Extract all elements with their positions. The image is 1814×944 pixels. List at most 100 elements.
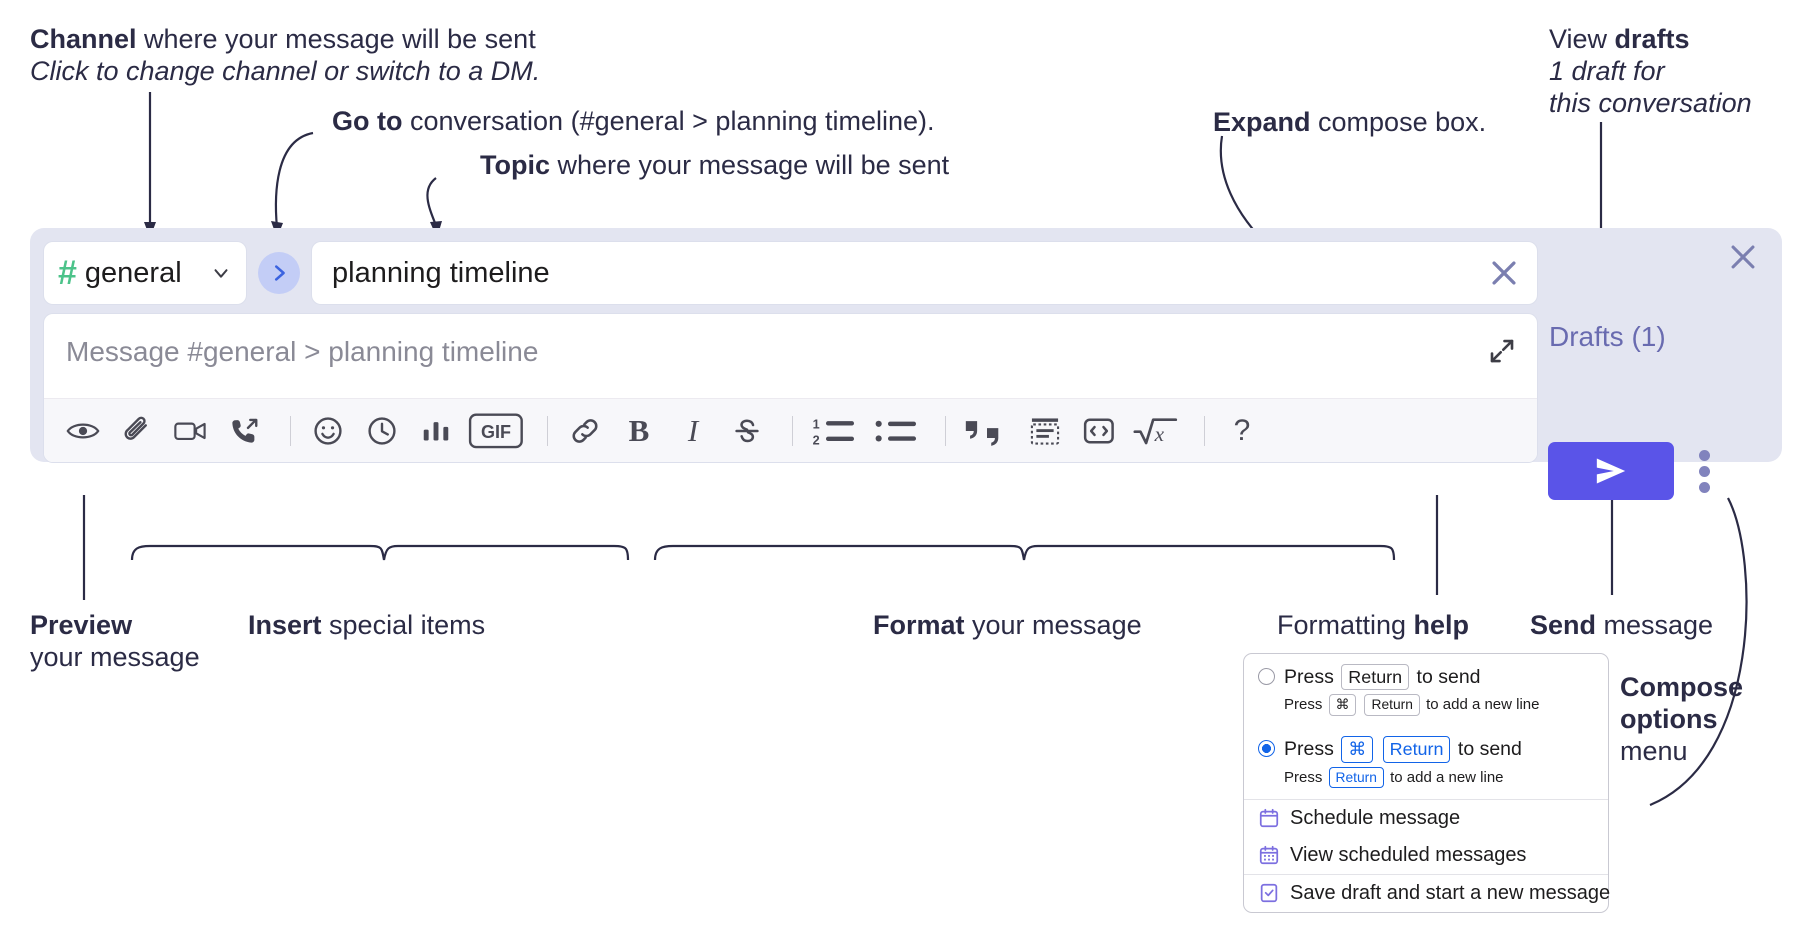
- message-input-area[interactable]: Message #general > planning timeline: [44, 314, 1537, 462]
- bulleted-list-icon[interactable]: [869, 411, 923, 451]
- link-icon[interactable]: [562, 411, 608, 451]
- callout-drafts-italic1: 1 draft for: [1549, 55, 1665, 86]
- radio-cmd-return[interactable]: [1258, 740, 1275, 758]
- drafts-link[interactable]: Drafts (1): [1549, 321, 1666, 352]
- callout-drafts-italic2: this conversation: [1549, 87, 1752, 118]
- kebab-dot-2: [1699, 466, 1710, 477]
- gif-label: GIF: [481, 422, 511, 442]
- clear-topic-icon[interactable]: [1487, 256, 1521, 290]
- callout-send-bold: Send: [1530, 610, 1597, 640]
- gif-icon[interactable]: GIF: [467, 411, 525, 451]
- kebab-dot-3: [1699, 482, 1710, 493]
- huddle-icon[interactable]: [222, 411, 268, 451]
- menu-item-view-scheduled[interactable]: View scheduled messages: [1244, 837, 1608, 874]
- callout-formatting-help: Formatting help: [1277, 610, 1469, 642]
- opt0-pre: Press: [1284, 666, 1334, 688]
- callout-goto-rest: conversation (#general > planning timeli…: [402, 106, 935, 136]
- send-option-return[interactable]: Press Return to send: [1244, 654, 1608, 693]
- callout-format-rest: your message: [964, 610, 1142, 640]
- callout-channel-rest: where your message will be sent: [136, 24, 536, 54]
- key-return: Return: [1341, 664, 1410, 691]
- goto-arrow-icon: [274, 265, 285, 281]
- callout-send-rest: message: [1596, 610, 1714, 640]
- italic-icon[interactable]: I: [687, 412, 699, 448]
- save-draft-icon: [1260, 883, 1278, 903]
- callout-compose-options: Compose options menu: [1620, 672, 1743, 768]
- calendar-grid-icon: [1259, 845, 1279, 865]
- key-return-3: Return: [1382, 736, 1451, 763]
- opt1-sub-pre: Press: [1284, 768, 1323, 786]
- callout-expand-bold: Expand: [1213, 107, 1311, 137]
- message-compose-box: # general planning timeline Message #gen…: [30, 228, 1782, 462]
- compose-options-menu: Press Return to send Press ⌘ Return to a…: [1243, 653, 1611, 913]
- callout-help-plain: Formatting: [1277, 610, 1414, 640]
- toolbar-separator-2: [547, 415, 548, 446]
- callout-goto: Go to conversation (#general > planning …: [332, 106, 935, 138]
- poll-icon[interactable]: [413, 411, 459, 451]
- latex-icon[interactable]: x: [1130, 411, 1182, 451]
- blockquote-icon[interactable]: [960, 411, 1014, 451]
- bold-icon[interactable]: B: [628, 412, 650, 448]
- code-block-icon[interactable]: [1022, 411, 1068, 451]
- callout-drafts-bold: drafts: [1614, 24, 1690, 54]
- opt0-sub-pre: Press: [1284, 696, 1323, 714]
- preview-icon[interactable]: [60, 411, 106, 451]
- compose-options-button[interactable]: [1699, 450, 1711, 494]
- menu-item-view-scheduled-label: View scheduled messages: [1290, 843, 1527, 866]
- callout-channel: Channel where your message will be sent …: [30, 24, 540, 88]
- kebab-dot-1: [1699, 450, 1710, 461]
- callout-help-bold: help: [1413, 610, 1470, 640]
- callout-goto-bold: Go to: [332, 106, 403, 136]
- toolbar-separator-1: [290, 415, 291, 446]
- menu-divider-1: [1244, 798, 1608, 800]
- radio-return[interactable]: [1258, 668, 1275, 685]
- callout-topic-bold: Topic: [480, 150, 550, 180]
- strikethrough-icon[interactable]: [724, 411, 770, 451]
- send-option-cmd-return[interactable]: Press ⌘ Return to send: [1244, 726, 1608, 765]
- goto-conversation-button[interactable]: [258, 252, 300, 294]
- send-option-cmd-return-label: Press ⌘ Return to send: [1284, 735, 1522, 763]
- opt0-post: to send: [1416, 666, 1481, 688]
- send-option-return-sub: Press ⌘ Return to add a new line: [1244, 693, 1608, 726]
- toolbar-separator-5: [1204, 415, 1205, 446]
- callout-insert-bold: Insert: [248, 610, 322, 640]
- menu-item-schedule-label: Schedule message: [1290, 806, 1461, 829]
- code-icon[interactable]: [1076, 411, 1122, 451]
- send-icon: [1596, 458, 1626, 484]
- reminder-icon[interactable]: [359, 411, 405, 451]
- close-compose-icon[interactable]: [1726, 240, 1760, 274]
- calendar-icon: [1259, 808, 1279, 828]
- attachment-icon[interactable]: [114, 411, 160, 451]
- message-placeholder: Message #general > planning timeline: [66, 336, 539, 367]
- send-button[interactable]: [1548, 442, 1674, 500]
- video-clip-icon[interactable]: [168, 411, 214, 451]
- callout-insert-rest: special items: [321, 610, 486, 640]
- callout-expand-rest: compose box.: [1310, 107, 1487, 137]
- callout-copt-rest: menu: [1620, 735, 1688, 766]
- compose-inner: # general planning timeline Message #gen…: [44, 242, 1537, 462]
- formatting-help-icon[interactable]: ?: [1233, 413, 1251, 447]
- expand-icon[interactable]: [1487, 336, 1517, 366]
- callout-expand: Expand compose box.: [1213, 107, 1486, 139]
- opt1-pre: Press: [1284, 738, 1334, 761]
- opt1-sub-post: to add a new line: [1390, 768, 1504, 786]
- topic-input[interactable]: planning timeline: [312, 242, 1537, 304]
- compose-header-row: # general planning timeline: [44, 242, 1537, 304]
- key-return-2: Return: [1364, 694, 1420, 716]
- callout-preview-bold: Preview: [30, 610, 133, 640]
- callout-channel-italic: Click to change channel or switch to a D…: [30, 55, 541, 86]
- menu-item-schedule-message[interactable]: Schedule message: [1244, 800, 1608, 837]
- callout-topic-rest: where your message will be sent: [550, 150, 950, 180]
- callout-preview: Preview your message: [30, 610, 200, 674]
- menu-item-save-draft-label: Save draft and start a new message: [1290, 881, 1611, 904]
- emoji-icon[interactable]: [305, 411, 351, 451]
- callout-format: Format your message: [873, 610, 1142, 642]
- menu-divider-2: [1244, 873, 1608, 875]
- key-cmd-2: ⌘: [1341, 736, 1374, 763]
- channel-selector[interactable]: # general: [44, 242, 246, 304]
- callout-topic: Topic where your message will be sent: [480, 150, 949, 182]
- callout-preview-rest: your message: [30, 641, 200, 672]
- menu-item-save-draft[interactable]: Save draft and start a new message: [1244, 875, 1611, 912]
- send-option-cmd-return-sub: Press Return to add a new line: [1244, 766, 1608, 799]
